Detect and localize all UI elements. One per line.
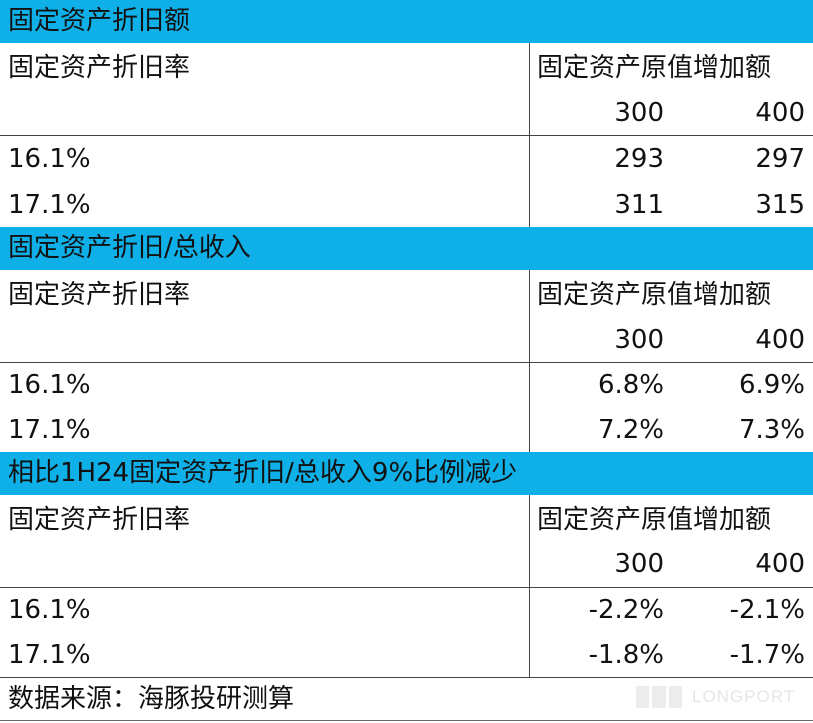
- column-divider: [529, 270, 530, 452]
- watermark-text: LONGPORT: [692, 687, 796, 706]
- column-group-header: 固定资产原值增加额: [537, 280, 772, 310]
- column-header-400: 400: [755, 325, 805, 355]
- cell-value: 293: [614, 144, 664, 174]
- cell-value: 315: [755, 190, 805, 220]
- cell-value: 297: [755, 144, 805, 174]
- section-title-change-vs-1h24: 相比1H24固定资产折旧/总收入9%比例减少: [0, 452, 813, 495]
- cell-value: -1.8%: [588, 640, 664, 670]
- header-rule: [0, 587, 813, 588]
- column-group-header: 固定资产原值增加额: [537, 53, 772, 83]
- cell-value: 6.9%: [738, 370, 805, 400]
- row-label-header: 固定资产折旧率: [8, 505, 191, 535]
- cell-value: -2.1%: [729, 595, 805, 625]
- column-header-300: 300: [614, 325, 664, 355]
- row-label: 17.1%: [8, 415, 91, 445]
- column-header-400: 400: [755, 98, 805, 128]
- section-title-depreciation-to-revenue: 固定资产折旧/总收入: [0, 227, 813, 270]
- cell-value: 311: [614, 190, 664, 220]
- header-rule: [0, 362, 813, 363]
- row-label: 17.1%: [8, 640, 91, 670]
- cell-value: -1.7%: [729, 640, 805, 670]
- cell-value: -2.2%: [588, 595, 664, 625]
- footer-rule: [0, 720, 813, 721]
- row-label-header: 固定资产折旧率: [8, 53, 191, 83]
- cell-value: 7.2%: [597, 415, 664, 445]
- row-label: 16.1%: [8, 595, 91, 625]
- table-bottom-rule: [0, 677, 813, 678]
- cell-value: 6.8%: [597, 370, 664, 400]
- longport-watermark: LONGPORT: [636, 683, 795, 711]
- column-group-header: 固定资产原值增加额: [537, 505, 772, 535]
- header-rule: [0, 135, 813, 136]
- column-header-400: 400: [755, 549, 805, 579]
- row-label: 16.1%: [8, 144, 91, 174]
- cell-value: 7.3%: [738, 415, 805, 445]
- longport-logo-icon: [636, 686, 682, 708]
- column-header-300: 300: [614, 98, 664, 128]
- column-divider: [529, 495, 530, 677]
- row-label-header: 固定资产折旧率: [8, 280, 191, 310]
- row-label: 17.1%: [8, 190, 91, 220]
- column-divider: [529, 43, 530, 227]
- column-header-300: 300: [614, 549, 664, 579]
- data-source-note: 数据来源：海豚投研测算: [8, 684, 295, 714]
- section-title-depreciation-amount: 固定资产折旧额: [0, 0, 813, 43]
- row-label: 16.1%: [8, 370, 91, 400]
